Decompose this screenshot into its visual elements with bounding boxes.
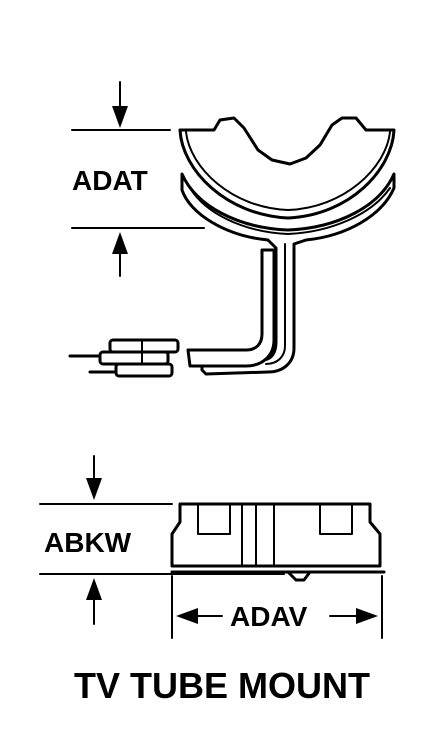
arrowhead-up [112, 232, 128, 254]
connector-pin [98, 350, 170, 366]
arrowhead-left [176, 608, 198, 624]
connector-pin [108, 338, 180, 354]
adav-dimension: ADAV [171, 575, 383, 639]
figure-caption: TV TUBE MOUNT [74, 665, 370, 706]
arrowhead-down [112, 106, 128, 128]
arrowhead-down [86, 478, 102, 500]
arrowhead-up [86, 578, 102, 600]
locating-tab [286, 570, 312, 582]
tube-cradle [178, 116, 396, 220]
connector-pin [114, 362, 174, 378]
slot-left [197, 503, 231, 535]
cradle-inner-line [185, 131, 391, 211]
mount-body [170, 502, 382, 568]
adat-dimension: ADAT [71, 81, 205, 277]
dimension-label-adat: ADAT [72, 165, 148, 196]
mount-foot [186, 248, 276, 368]
dimension-label-adav: ADAV [230, 601, 308, 632]
dimension-label-abkw: ABKW [44, 527, 132, 558]
abkw-dimension: ABKW [39, 455, 285, 625]
slot-right [319, 503, 353, 535]
saddle-bracket-inner [189, 187, 391, 235]
stem-inner-line [265, 243, 286, 365]
tube-mount-side-view [68, 116, 396, 378]
tube-mount-front-view [170, 502, 386, 582]
arrowhead-right [356, 608, 378, 624]
